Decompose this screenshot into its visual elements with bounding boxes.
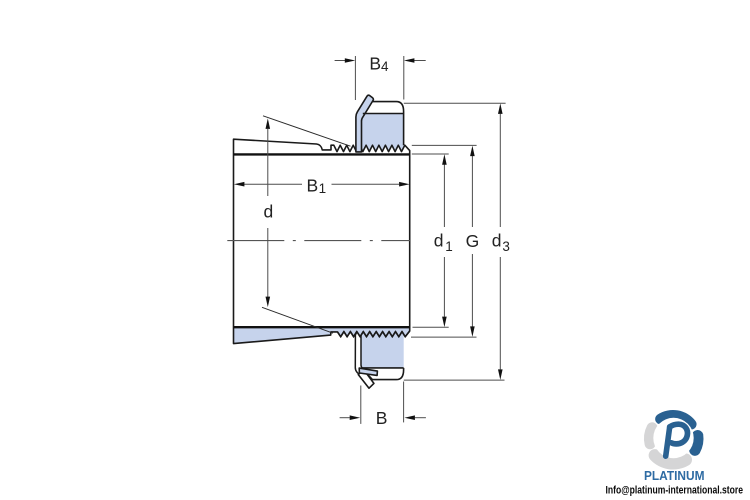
svg-text:B: B bbox=[307, 176, 319, 196]
svg-text:G: G bbox=[466, 231, 480, 251]
svg-text:1: 1 bbox=[319, 181, 327, 196]
svg-text:Info@platinum-international.st: Info@platinum-international.store bbox=[606, 484, 744, 496]
svg-text:PLATINUM: PLATINUM bbox=[644, 469, 705, 483]
svg-text:3: 3 bbox=[502, 239, 510, 254]
svg-text:d: d bbox=[492, 231, 502, 251]
svg-text:B: B bbox=[369, 54, 381, 74]
svg-text:1: 1 bbox=[445, 239, 453, 254]
svg-text:d: d bbox=[434, 231, 444, 251]
svg-text:B: B bbox=[376, 408, 388, 428]
svg-text:d: d bbox=[264, 202, 274, 222]
svg-text:4: 4 bbox=[381, 59, 389, 74]
